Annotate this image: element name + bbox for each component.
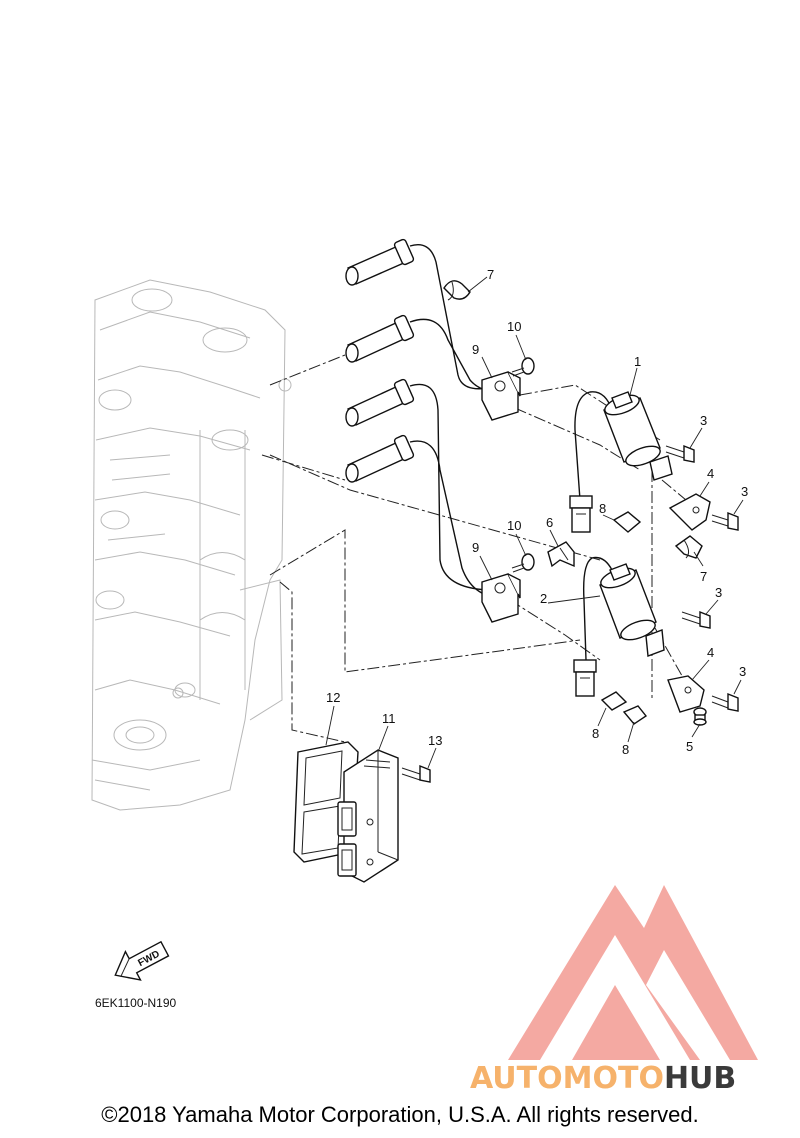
screw-lower [511, 553, 535, 573]
bolt-bracket2 [711, 692, 739, 712]
clamp-6 [547, 541, 575, 568]
watermark-logo: AUTOMOTOHUB [470, 885, 758, 1096]
callout-8-upper: 8 [599, 501, 606, 516]
ignition-coil-2 [573, 556, 665, 697]
bolts-3 [665, 444, 739, 712]
bolt-bracket1 [711, 511, 739, 531]
reference-lines [261, 354, 693, 743]
spark-plug-caps [345, 238, 501, 599]
cdi-unit-assembly [293, 741, 431, 883]
leader-lines [325, 276, 744, 769]
wire-holders [481, 371, 521, 623]
callout-2: 2 [540, 591, 547, 606]
wire-holder-upper [481, 371, 521, 421]
callout-9-lower: 9 [472, 540, 479, 555]
callout-10-lower: 10 [507, 518, 521, 533]
brackets-4 [667, 493, 711, 713]
screws-10 [511, 357, 535, 573]
callout-8-lower-left: 8 [592, 726, 599, 741]
callout-3-coil2: 3 [715, 585, 722, 600]
watermark-word-primary: AUTOMOTO [470, 1061, 664, 1096]
screw-upper [511, 357, 535, 377]
bolt-coil1 [665, 444, 695, 463]
callout-9-upper: 9 [472, 342, 479, 357]
plug-cap-1 [345, 238, 489, 390]
ignition-coil-1 [569, 391, 673, 533]
bolt-13 [401, 764, 431, 783]
callout-5: 5 [686, 739, 693, 754]
drawing-code: 6EK1100-N190 [95, 996, 176, 1010]
callout-3-coil1: 3 [700, 413, 707, 428]
callout-13: 13 [428, 733, 442, 748]
bolt-coil2 [681, 610, 711, 629]
callout-7-upper: 7 [487, 267, 494, 282]
callout-4-lower: 4 [707, 645, 714, 660]
plug-cap-3 [345, 378, 489, 591]
clamp-upper [443, 280, 471, 301]
wire-holder-lower [481, 573, 521, 623]
engine-block-sketch [91, 279, 292, 811]
watermark-triangle [508, 885, 758, 1060]
callout-4-upper: 4 [707, 466, 714, 481]
callout-7-lower: 7 [700, 569, 707, 584]
cdi-unit-11 [337, 749, 399, 883]
plug-cap-4 [345, 434, 501, 599]
callout-12: 12 [326, 690, 340, 705]
watermark-word-secondary: HUB [664, 1061, 736, 1096]
fwd-arrow: FWD [114, 940, 170, 981]
callout-10-upper: 10 [507, 319, 521, 334]
clamp-lower [674, 535, 703, 559]
copyright-notice: ©2018 Yamaha Motor Corporation, U.S.A. A… [101, 1102, 699, 1127]
bands-8 [600, 511, 648, 725]
callout-6: 6 [546, 515, 553, 530]
callout-3-bracket1: 3 [741, 484, 748, 499]
callout-1: 1 [634, 354, 641, 369]
callout-11: 11 [382, 711, 396, 726]
callout-8-lower-right: 8 [622, 742, 629, 757]
callout-3-bracket2: 3 [739, 664, 746, 679]
callout-numbers: 1 2 3 3 3 3 4 4 5 6 7 7 8 8 8 9 9 10 10 … [326, 267, 748, 757]
bracket-upper [668, 493, 711, 531]
bracket-lower [667, 675, 705, 713]
svg-text:AUTOMOTOHUB: AUTOMOTOHUB [470, 1061, 736, 1096]
grommet-5 [693, 707, 707, 726]
plug-cap-2 [345, 314, 501, 393]
